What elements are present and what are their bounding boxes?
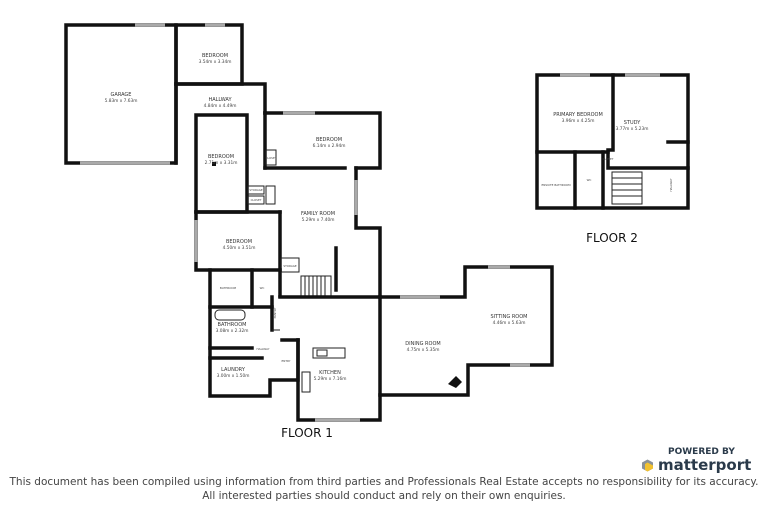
room-storage: STORAGE [249, 188, 263, 192]
room-hallway: HALLWAY [208, 97, 232, 103]
disclaimer-line-2: All interested parties should conduct an… [202, 490, 566, 502]
room-bedroom-mid: BEDROOM [208, 154, 234, 160]
room-storage: STORAGE [283, 264, 297, 268]
room-ensuite: BATHROOM [220, 286, 237, 290]
room-dims: 6.14m x 2.94m [313, 143, 346, 149]
room-study: STUDY [624, 120, 641, 126]
room-sitting: SITTING ROOM [490, 314, 527, 320]
room-bedroom-low: BEDROOM [226, 239, 252, 245]
room-dims: 5.29m x 7.16m [314, 376, 347, 382]
room-wc: WC [260, 286, 265, 290]
room-closet: CLOSET [603, 157, 614, 161]
floor-1-label: FLOOR 1 [281, 426, 333, 440]
room-hallway-small: HALLWAY [669, 178, 673, 191]
room-family: FAMILY ROOM [301, 211, 335, 217]
room-dims: 5.83m x 7.63m [105, 98, 138, 104]
floor-1-walls [64, 23, 554, 422]
room-ensuite: ENSUITE BATHROOM [541, 183, 571, 187]
room-hallway-small: HALLWAY [257, 347, 270, 351]
fireplace-icon [448, 376, 462, 388]
room-dims: 4.50m x 3.51m [223, 245, 256, 251]
room-bathroom: BATHROOM [218, 322, 247, 328]
powered-by-label: POWERED BY [668, 447, 735, 457]
room-labels: GARAGE 5.83m x 7.63m BEDROOM 3.54m x 3.3… [105, 53, 673, 382]
floor-2-walls [535, 73, 690, 210]
matterport-logo: matterport [658, 456, 752, 474]
stairs [300, 275, 332, 297]
room-dims: 4.46m x 5.63m [493, 320, 526, 326]
room-bedroom-top: BEDROOM [202, 53, 228, 59]
room-dims: 3.00m x 1.50m [217, 373, 250, 379]
matterport-logo-icon [642, 459, 653, 472]
room-dims: 3.77m x 5.23m [616, 126, 649, 132]
disclaimer-line-1: This document has been compiled using in… [9, 476, 759, 488]
room-closet: CLOSET [266, 156, 277, 160]
room-dining: DINING ROOM [405, 341, 440, 347]
room-dims: 3.54m x 3.34m [199, 59, 232, 65]
room-dims: 4.84m x 4.49m [204, 103, 237, 109]
floor-2-stairs [611, 171, 643, 205]
room-bedroom-east: BEDROOM [316, 137, 342, 143]
room-pantry: PANTRY [273, 307, 277, 318]
room-laundry: LAUNDRY [221, 367, 246, 373]
room-wc: WC [587, 178, 592, 182]
room-dims: 3.96m x 4.25m [562, 118, 595, 124]
room-closet: CLOSET [251, 198, 262, 202]
room-primary-bedroom: PRIMARY BEDROOM [553, 112, 603, 118]
room-dims: 2.71m x 3.31m [205, 160, 238, 166]
floor-2-label: FLOOR 2 [586, 231, 638, 245]
room-dims: 4.75m x 5.35m [407, 347, 440, 353]
room-garage: GARAGE [111, 92, 132, 98]
room-entry: ENTRY [281, 359, 290, 363]
room-dims: 5.29m x 7.40m [302, 217, 335, 223]
room-dims: 3.08m x 2.32m [216, 328, 249, 334]
room-kitchen: KITCHEN [319, 370, 341, 376]
